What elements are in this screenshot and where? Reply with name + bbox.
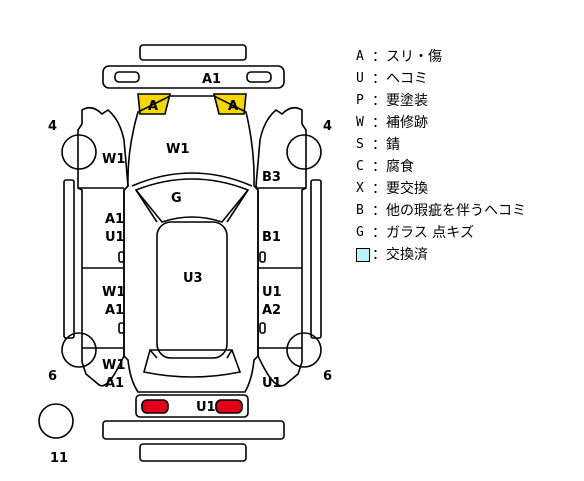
fog-lamp-right bbox=[246, 71, 272, 83]
right-door-handle-rear bbox=[259, 322, 266, 334]
wheel-front-right bbox=[286, 134, 322, 170]
label-rear-panel: U1 bbox=[196, 400, 216, 415]
label-headlight-right: A bbox=[228, 99, 238, 114]
label-left-front-door-2: U1 bbox=[105, 230, 125, 245]
label-right-rear-door-1: U1 bbox=[262, 285, 282, 300]
legend: A：スリ・傷 U：ヘコミ P：要塗装 W：補修跡 S：錆 C：腐食 X：要交換 … bbox=[356, 46, 576, 266]
label-right-front-fender: B3 bbox=[262, 170, 281, 185]
legend-item: G：ガラス 点キズ bbox=[356, 225, 475, 241]
tail-lamp-left bbox=[141, 399, 169, 414]
legend-item: W：補修跡 bbox=[356, 115, 428, 131]
label-left-rear-quarter-2: A1 bbox=[105, 376, 124, 391]
label-roof: U3 bbox=[183, 271, 203, 286]
wheel-front-left bbox=[61, 134, 97, 170]
legend-item: U：ヘコミ bbox=[356, 71, 428, 87]
label-right-rear-quarter: U1 bbox=[262, 376, 282, 391]
rear-bumper-lower bbox=[139, 443, 247, 462]
left-side-panel bbox=[77, 106, 129, 387]
rear-bumper bbox=[102, 420, 285, 440]
label-windshield: G bbox=[171, 191, 182, 206]
right-side-panel bbox=[255, 106, 307, 387]
rear-window-outline bbox=[143, 349, 242, 378]
spare-tire bbox=[38, 403, 74, 439]
label-left-rear-door-1: W1 bbox=[102, 285, 125, 300]
replaced-swatch bbox=[356, 248, 370, 262]
fog-lamp-left bbox=[114, 71, 140, 83]
wheel-rear-right bbox=[286, 332, 322, 368]
legend-item: C：腐食 bbox=[356, 159, 414, 175]
right-side-skirt bbox=[310, 179, 322, 339]
front-bumper bbox=[102, 65, 285, 89]
wheel-rear-left bbox=[61, 332, 97, 368]
tail-lamp-right bbox=[215, 399, 243, 414]
body-outline bbox=[123, 95, 259, 393]
label-right-rear-door-2: A2 bbox=[262, 303, 281, 318]
label-right-front-door: B1 bbox=[262, 230, 281, 245]
label-left-front-fender: W1 bbox=[102, 152, 125, 167]
legend-item-replaced: ：交換済 bbox=[356, 244, 576, 266]
label-wheel-front-left: 4 bbox=[48, 119, 57, 134]
label-left-front-door-1: A1 bbox=[105, 212, 124, 227]
legend-item: A：スリ・傷 bbox=[356, 49, 442, 65]
rear-panel bbox=[135, 394, 249, 418]
label-front-bumper: A1 bbox=[202, 72, 221, 87]
hood-outline bbox=[131, 172, 253, 187]
label-spare: 11 bbox=[50, 451, 68, 466]
label-left-rear-quarter-1: W1 bbox=[102, 358, 125, 373]
legend-item: X：要交換 bbox=[356, 181, 428, 197]
legend-item: B：他の瑕疵を伴うヘコミ bbox=[356, 203, 526, 219]
legend-item: S：錆 bbox=[356, 137, 400, 153]
roof-outline bbox=[156, 221, 228, 359]
label-headlight-left: A bbox=[148, 99, 158, 114]
legend-item: P：要塗装 bbox=[356, 93, 428, 109]
label-wheel-front-right: 4 bbox=[323, 119, 332, 134]
left-side-skirt bbox=[63, 179, 75, 339]
left-door-handle-front bbox=[118, 251, 125, 263]
label-wheel-rear-right: 6 bbox=[323, 369, 332, 384]
label-wheel-rear-left: 6 bbox=[48, 369, 57, 384]
label-hood: W1 bbox=[166, 142, 189, 157]
right-door-handle-front bbox=[259, 251, 266, 263]
label-left-rear-door-2: A1 bbox=[105, 303, 124, 318]
front-bumper-outer bbox=[139, 44, 247, 61]
left-door-handle-rear bbox=[118, 322, 125, 334]
